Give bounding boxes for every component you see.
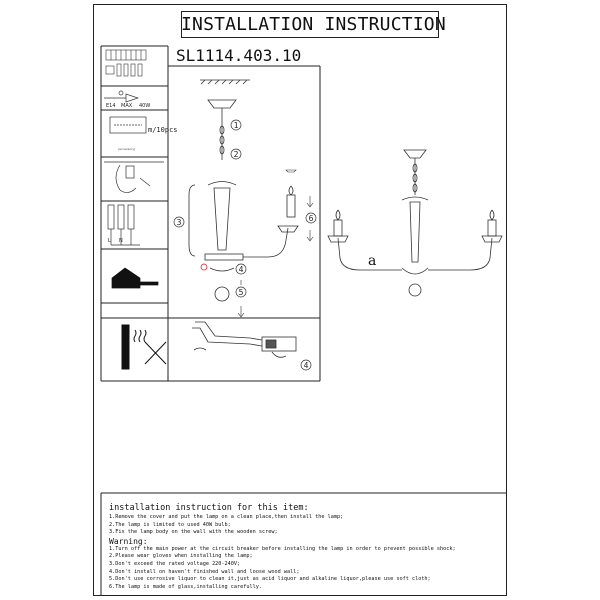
warning-3: 3.Don't exceed the rated voltage 220-240… [109,560,241,567]
ceiling-mount-drawing [200,79,250,160]
bulb-spec-e14: E14 [106,103,116,109]
document-frame [93,4,507,596]
model-number: SL1114.403.10 [176,46,302,65]
arm-insertion-drawing [192,321,297,358]
step-2-number: 2 [234,150,239,159]
step-5-number: 5 [239,288,244,297]
bulb-spec-max: MAX [121,103,133,109]
wiring-icon [107,204,140,246]
screws-caption: (accessory) [118,147,135,151]
warning-4: 4.Don't install on haven't finished wall… [109,568,300,575]
warning-2: 2.Please wear gloves when installing the… [109,553,253,560]
house-icon [111,267,159,289]
bulb-spec-watt: 40W [139,103,150,109]
parts-icon [105,49,147,77]
instruction-step-1: 1.Remove the cover and put the lamp on a… [109,514,344,520]
step-1-number: 1 [234,121,239,130]
ceiling-fix-icon [104,161,164,193]
body-arm-drawing [204,181,299,302]
step-3-number: 3 [177,218,182,227]
circled-step-1 [230,119,242,131]
screws-icon [109,116,147,134]
assembled-chandelier-drawing [327,149,503,297]
page-title: INSTALLATION INSTRUCTION [181,14,446,35]
instruction-step-3: 3.Fix the lamp body on the wall with the… [109,529,278,536]
step-6-number: 6 [309,214,314,223]
svg-text:L: L [108,238,111,244]
warning-title: Warning: [109,536,148,546]
step-4-number: 4 [239,265,244,274]
dimension-label-a: a [368,253,377,269]
instruction-step-2: 2.The lamp is limited to used 40W bulb; [109,521,231,528]
instructions-title: installation instruction for this item: [109,503,309,513]
svg-text:N: N [119,238,123,244]
screws-label: m/10pcs [148,126,178,134]
bulb-icon [104,90,140,103]
screw-marker-icon [200,263,208,271]
warning-5: 5.Don't use corrosive liquor to clean it… [109,576,431,583]
warning-1: 1.Turn off the main power at the circuit… [109,545,456,552]
step-4b-number: 4 [304,361,309,370]
warning-6: 6.The lamp is made of glass,installing c… [109,583,263,590]
instructions-block: installation instruction for this item: … [109,503,501,591]
title-box [181,11,439,38]
no-moisture-icon [121,324,167,370]
